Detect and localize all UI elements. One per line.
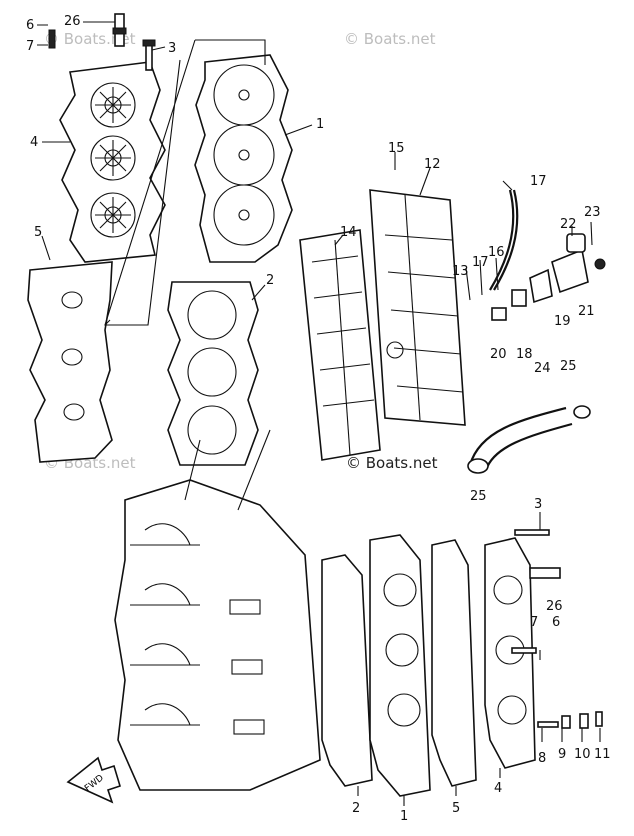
callout-19: 19 — [554, 314, 571, 329]
callout-17-a: 17 — [530, 174, 547, 189]
head-cover-gasket-bottom — [431, 539, 477, 787]
fittings-right — [491, 233, 606, 321]
callout-26-bottom: 26 — [546, 599, 563, 614]
callout-6-top: 6 — [26, 18, 34, 33]
callout-5-bottom: 5 — [452, 801, 460, 816]
watermark-top-right: © Boats.net — [344, 30, 436, 48]
head-gasket-top — [167, 281, 259, 466]
callout-17-b: 17 — [472, 255, 489, 270]
water-hose-lower — [467, 405, 591, 474]
callout-5-top: 5 — [34, 225, 42, 240]
callout-14: 14 — [340, 225, 357, 240]
bottom-fasteners — [511, 529, 603, 729]
callout-20: 20 — [490, 347, 507, 362]
exhaust-cover-gasket — [299, 229, 381, 461]
bolt-3-top — [142, 39, 156, 71]
head-cover-gasket — [27, 261, 113, 463]
callout-1-bottom: 1 — [400, 809, 408, 824]
callout-2-bottom: 2 — [352, 801, 360, 816]
callout-4-top: 4 — [30, 135, 38, 150]
callout-21: 21 — [578, 304, 595, 319]
head-gasket-bottom — [321, 554, 373, 787]
callout-25-b: 25 — [470, 489, 487, 504]
spark-plug-top — [112, 13, 127, 47]
watermark-mid-center: © Boats.net — [346, 454, 438, 472]
callout-6-bottom: 6 — [552, 615, 560, 630]
callout-10: 10 — [574, 747, 591, 762]
leader-lines — [37, 21, 601, 806]
callout-22: 22 — [560, 217, 577, 232]
callout-13: 13 — [452, 264, 469, 279]
callout-4-bottom: 4 — [494, 781, 502, 796]
water-hose-top — [489, 189, 519, 291]
forward-direction-arrow: FWD — [66, 756, 121, 804]
callout-2-top: 2 — [266, 273, 274, 288]
exhaust-inner-cover — [369, 189, 466, 426]
callout-11: 11 — [594, 747, 611, 762]
callout-7-top: 7 — [26, 39, 34, 54]
callout-3-bottom: 3 — [534, 497, 542, 512]
callout-numbers: 6 26 7 3 4 5 1 2 15 12 17 14 22 23 13 17… — [26, 14, 611, 824]
head-cover-top — [59, 61, 166, 263]
cylinder-head-top — [194, 54, 293, 263]
callout-26-top: 26 — [64, 14, 81, 29]
head-cover-bottom — [484, 537, 536, 769]
callout-16: 16 — [488, 245, 505, 260]
callout-8: 8 — [538, 751, 546, 766]
callout-1-top: 1 — [316, 117, 324, 132]
callout-12: 12 — [424, 157, 441, 172]
bolt-small-top — [48, 29, 56, 49]
callout-3-top: 3 — [168, 41, 176, 56]
callout-9: 9 — [558, 747, 566, 762]
callout-15: 15 — [388, 141, 405, 156]
callout-18: 18 — [516, 347, 533, 362]
callout-7-bottom: 7 — [530, 615, 538, 630]
cylinder-block — [114, 479, 321, 791]
callout-23: 23 — [584, 205, 601, 220]
callout-24: 24 — [534, 361, 551, 376]
cylinder-head-bottom — [369, 534, 431, 797]
callout-25-a: 25 — [560, 359, 577, 374]
